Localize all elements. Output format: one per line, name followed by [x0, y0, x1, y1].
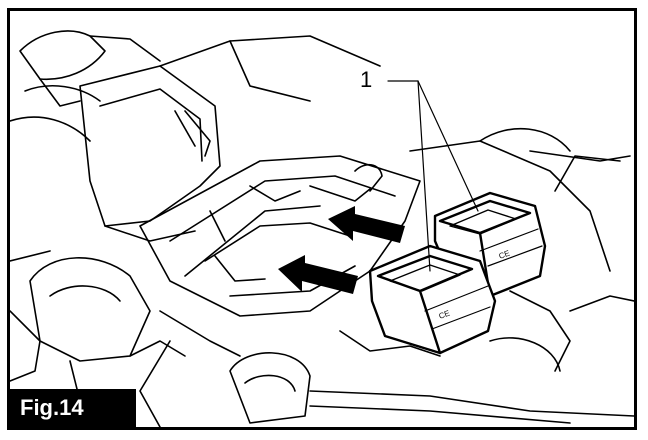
battery-install-illustration: CE CE 1	[10, 30, 634, 427]
arrow-upper	[328, 206, 405, 243]
front-wheel	[10, 250, 186, 412]
steering-column	[10, 30, 161, 142]
rear-frame	[409, 127, 634, 372]
figure-label: Fig.14	[10, 389, 136, 427]
rear-wheel	[139, 310, 634, 427]
battery-tray	[139, 155, 421, 317]
svg-text:CE: CE	[438, 309, 452, 321]
svg-text:CE: CE	[498, 249, 512, 261]
callout-leaders	[387, 80, 479, 272]
battery-front: CE	[368, 244, 497, 355]
seat-back	[79, 35, 381, 242]
arrow-lower	[278, 255, 358, 294]
figure-frame: CE CE 1 Fig.14	[7, 8, 637, 430]
callout-number: 1	[360, 67, 372, 92]
insert-arrows	[278, 206, 405, 294]
